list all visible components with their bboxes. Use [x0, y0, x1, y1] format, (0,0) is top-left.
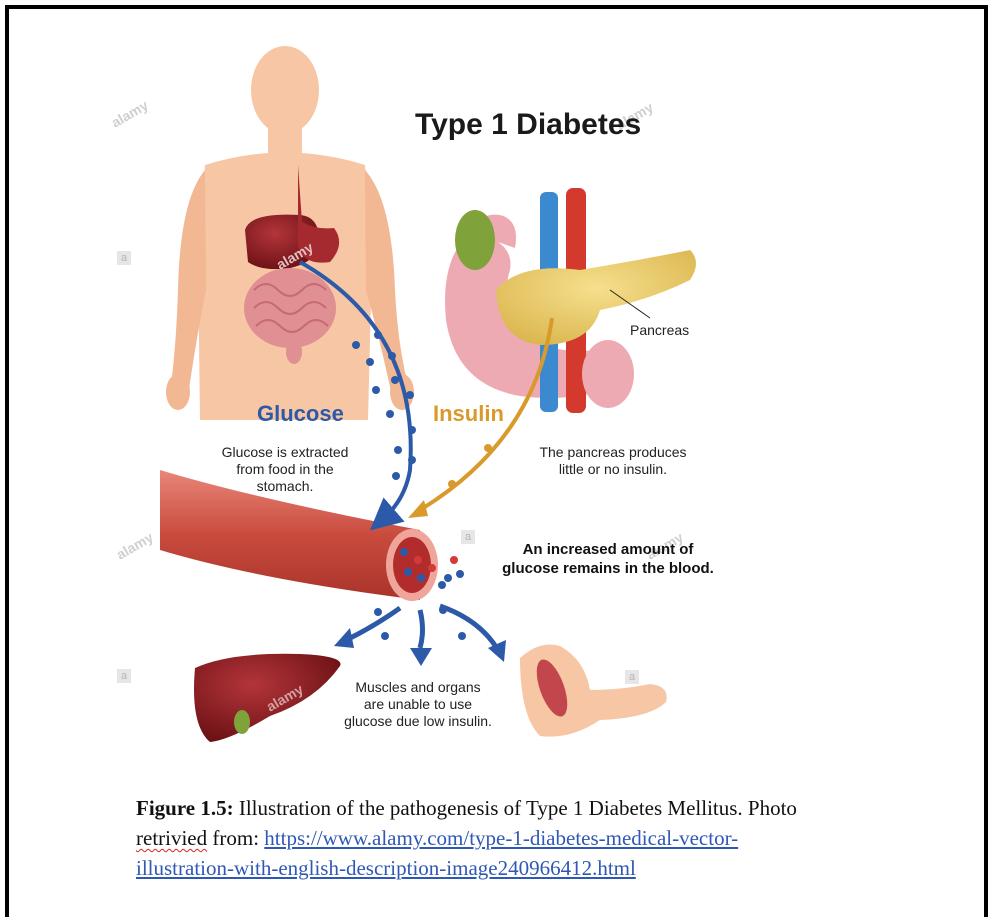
blood-note: An increased amount of glucose remains i… [478, 540, 738, 578]
muscles-note-line3: glucose due low insulin. [318, 713, 518, 730]
watermark-a-4: a [461, 530, 475, 544]
insulin-label: Insulin [433, 401, 504, 427]
glucose-note-line1: Glucose is extracted [195, 444, 375, 461]
pancreas-note-line2: little or no insulin. [508, 461, 718, 478]
pancreas-illustration [445, 188, 696, 413]
muscles-note-line2: are unable to use [318, 696, 518, 713]
human-body [166, 46, 414, 420]
svg-text:alamy: alamy [114, 529, 157, 563]
glucose-note: Glucose is extracted from food in the st… [195, 444, 375, 495]
pancreas-note: The pancreas produces little or no insul… [508, 444, 718, 478]
distribution-arrows [342, 606, 498, 650]
watermark-a-1: a [117, 251, 131, 265]
pancreas-label: Pancreas [630, 322, 689, 339]
blood-note-line2: glucose remains in the blood. [478, 559, 738, 578]
watermark-a-2: a [117, 669, 131, 683]
glucose-label: Glucose [257, 401, 344, 427]
blood-note-line1: An increased amount of [478, 540, 738, 559]
pancreas-note-line1: The pancreas produces [508, 444, 718, 461]
svg-text:alamy: alamy [109, 97, 152, 131]
figure-caption: Figure 1.5: Illustration of the pathogen… [136, 793, 986, 883]
insulin-arrowhead [408, 500, 428, 518]
figure-title: Type 1 Diabetes [415, 108, 685, 142]
muscles-note: Muscles and organs are unable to use glu… [318, 679, 518, 730]
glucose-note-line2: from food in the [195, 461, 375, 478]
caption-link-line1[interactable]: https://www.alamy.com/type-1-diabetes-me… [264, 826, 738, 850]
glucose-note-line3: stomach. [195, 478, 375, 495]
caption-misspelled-word: retrivied [136, 826, 207, 850]
watermark-a-3: a [625, 670, 639, 684]
caption-text-part1: Illustration of the pathogenesis of Type… [234, 796, 797, 820]
caption-text-part2: from: [207, 826, 264, 850]
caption-label: Figure 1.5: [136, 796, 234, 820]
muscles-note-line1: Muscles and organs [318, 679, 518, 696]
arm-illustration [520, 645, 667, 737]
caption-link-line2[interactable]: illustration-with-english-description-im… [136, 856, 636, 880]
